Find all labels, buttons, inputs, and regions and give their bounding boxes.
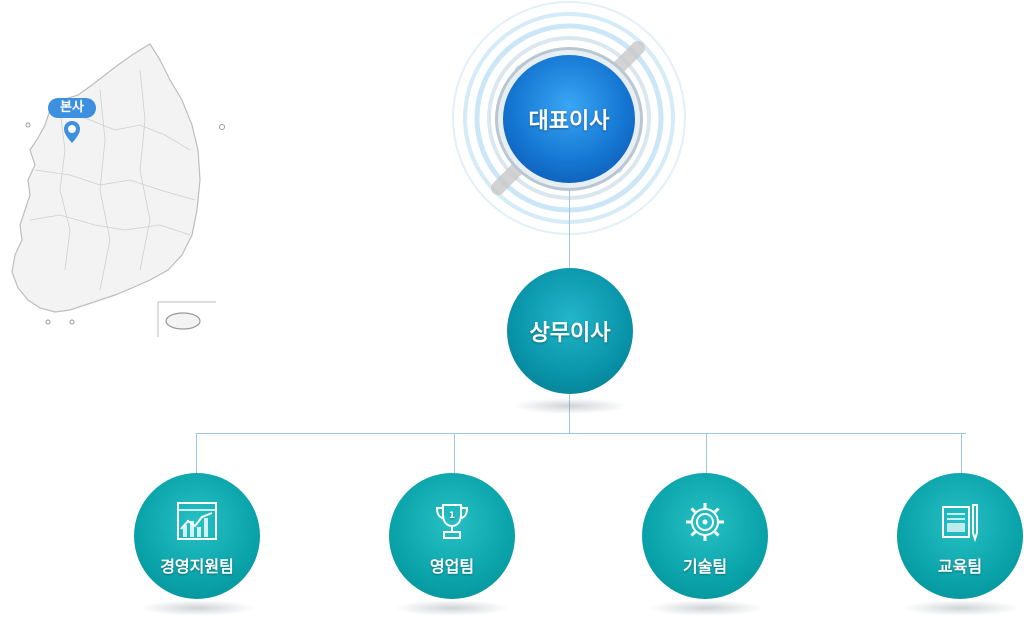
ceo-label: 대표이사 [528, 109, 610, 134]
connector-team-1 [196, 433, 197, 473]
connector-exec-down [569, 394, 570, 434]
location-pin-icon [64, 121, 80, 143]
team-label: 기술팀 [682, 557, 728, 576]
team-shadow-2 [394, 600, 510, 616]
executive-node: 상무이사 [507, 268, 633, 394]
executive-label: 상무이사 [529, 321, 611, 346]
team-node-sales: 1 영업팀 [389, 473, 515, 599]
connector-team-2 [454, 433, 455, 473]
ceo-node: 대표이사 [503, 55, 635, 183]
hq-badge: 본사 [48, 98, 96, 118]
connector-team-3 [706, 433, 707, 473]
exec-shadow [512, 398, 628, 414]
korea-map-shape [11, 43, 225, 337]
connector-ceo-exec [569, 183, 570, 268]
team-label: 경영지원팀 [160, 557, 234, 576]
book-pen-icon [942, 504, 978, 543]
team-node-management: 경영지원팀 [134, 473, 260, 599]
trophy-icon: 1 [435, 504, 469, 539]
team-shadow-1 [140, 600, 256, 616]
team-shadow-3 [648, 600, 764, 616]
korea-map: 본사 [0, 0, 230, 340]
gear-icon [686, 503, 724, 541]
team-node-education: 교육팀 [897, 473, 1023, 599]
team-label: 교육팀 [937, 557, 983, 576]
team-label: 영업팀 [429, 557, 475, 576]
team-shadow-4 [903, 600, 1019, 616]
connector-team-4 [961, 433, 962, 473]
svg-text:1: 1 [449, 511, 455, 521]
team-node-technical: 기술팀 [642, 473, 768, 599]
chart-icon [177, 502, 217, 540]
connector-horizontal [196, 433, 966, 434]
